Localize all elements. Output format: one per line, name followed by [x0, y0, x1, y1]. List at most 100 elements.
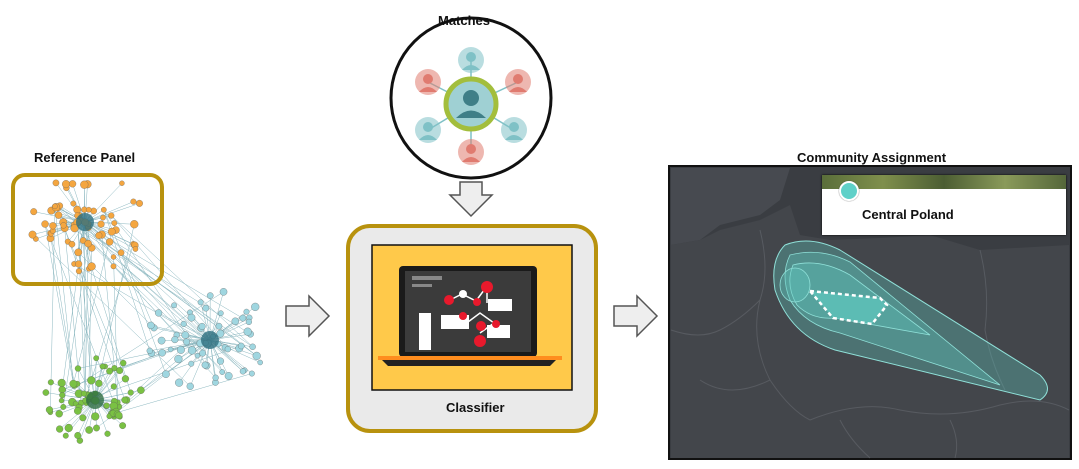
- network-node: [79, 414, 87, 422]
- network-node: [257, 359, 263, 366]
- network-node: [121, 396, 129, 404]
- person-icon: [86, 391, 104, 409]
- network-node: [162, 370, 170, 378]
- network-node: [93, 355, 100, 362]
- network-node: [115, 411, 123, 420]
- network-node: [99, 363, 106, 370]
- network-node: [180, 320, 187, 327]
- network-node: [136, 199, 143, 207]
- network-node: [49, 222, 57, 230]
- network-node: [249, 343, 256, 350]
- network-node: [219, 369, 226, 375]
- laptop-icon: [378, 266, 562, 366]
- network-node: [97, 220, 105, 228]
- network-node: [157, 336, 166, 345]
- network-node: [60, 403, 67, 410]
- network-node: [216, 329, 225, 338]
- right-arrow-icon: [285, 294, 331, 338]
- classifier-title: Classifier: [446, 400, 505, 415]
- network-node: [103, 402, 110, 409]
- network-node: [42, 389, 50, 396]
- network-node: [74, 365, 82, 372]
- network-node: [73, 205, 82, 214]
- map-pin-icon: [839, 181, 859, 201]
- network-node: [57, 378, 66, 387]
- network-node: [119, 422, 127, 429]
- network-node: [199, 349, 206, 357]
- network-node: [111, 220, 118, 226]
- network-node: [215, 322, 223, 330]
- person-icon: [501, 117, 527, 143]
- network-node: [201, 361, 209, 369]
- network-node: [68, 180, 77, 188]
- network-node: [117, 249, 125, 256]
- network-node: [239, 314, 247, 322]
- network-node: [243, 327, 252, 336]
- network-node: [188, 360, 195, 367]
- network-node: [62, 180, 70, 189]
- network-node: [95, 232, 103, 239]
- network-node: [58, 397, 65, 404]
- network-node: [104, 430, 111, 437]
- network-node: [120, 359, 127, 367]
- network-node: [212, 374, 219, 381]
- network-node: [206, 292, 214, 299]
- network-node: [28, 230, 37, 239]
- person-icon: [458, 139, 484, 165]
- matches-title: Matches: [438, 13, 491, 28]
- network-node: [187, 313, 196, 322]
- network-node: [30, 208, 38, 216]
- network-node: [219, 288, 228, 296]
- network-node: [41, 220, 49, 228]
- person-icon: [415, 69, 441, 95]
- popup-image-strip: [822, 175, 1066, 189]
- matches-diagram: [389, 16, 553, 180]
- network-node: [147, 321, 155, 330]
- network-node: [187, 346, 197, 355]
- network-node: [197, 299, 204, 306]
- network-node: [62, 432, 69, 439]
- network-node: [248, 370, 255, 377]
- network-node: [75, 260, 83, 268]
- network-node: [158, 349, 166, 357]
- network-node: [224, 372, 233, 380]
- network-node: [56, 425, 64, 433]
- network-node: [252, 351, 261, 360]
- network-node: [174, 354, 183, 364]
- network-node: [198, 322, 206, 330]
- network-node: [100, 214, 106, 221]
- network-node: [64, 423, 73, 433]
- network-node: [130, 198, 137, 205]
- network-node: [183, 338, 190, 346]
- network-node: [58, 386, 66, 394]
- network-node: [55, 410, 63, 418]
- network-node: [80, 180, 89, 189]
- right-arrow-icon: [613, 294, 659, 338]
- reference-network: [28, 179, 263, 444]
- network-node: [106, 367, 113, 375]
- network-node: [231, 317, 240, 325]
- network-node: [186, 382, 194, 390]
- network-node: [74, 248, 83, 257]
- network-node: [237, 342, 245, 350]
- network-node: [74, 432, 82, 439]
- person-icon: [415, 117, 441, 143]
- person-icon: [505, 69, 531, 95]
- network-node: [87, 262, 96, 271]
- network-node: [171, 336, 179, 344]
- down-arrow-icon: [448, 181, 494, 218]
- network-node: [106, 238, 114, 246]
- network-node: [130, 220, 139, 229]
- network-node: [218, 310, 224, 316]
- network-node: [224, 345, 231, 353]
- person-icon: [201, 331, 219, 349]
- network-node: [176, 345, 185, 354]
- network-node: [95, 379, 103, 387]
- community-map: [668, 165, 1072, 460]
- network-node: [68, 240, 76, 248]
- network-node: [119, 180, 125, 186]
- location-popup: Central Poland: [822, 175, 1066, 235]
- network-node: [107, 227, 116, 236]
- network-node: [245, 318, 252, 325]
